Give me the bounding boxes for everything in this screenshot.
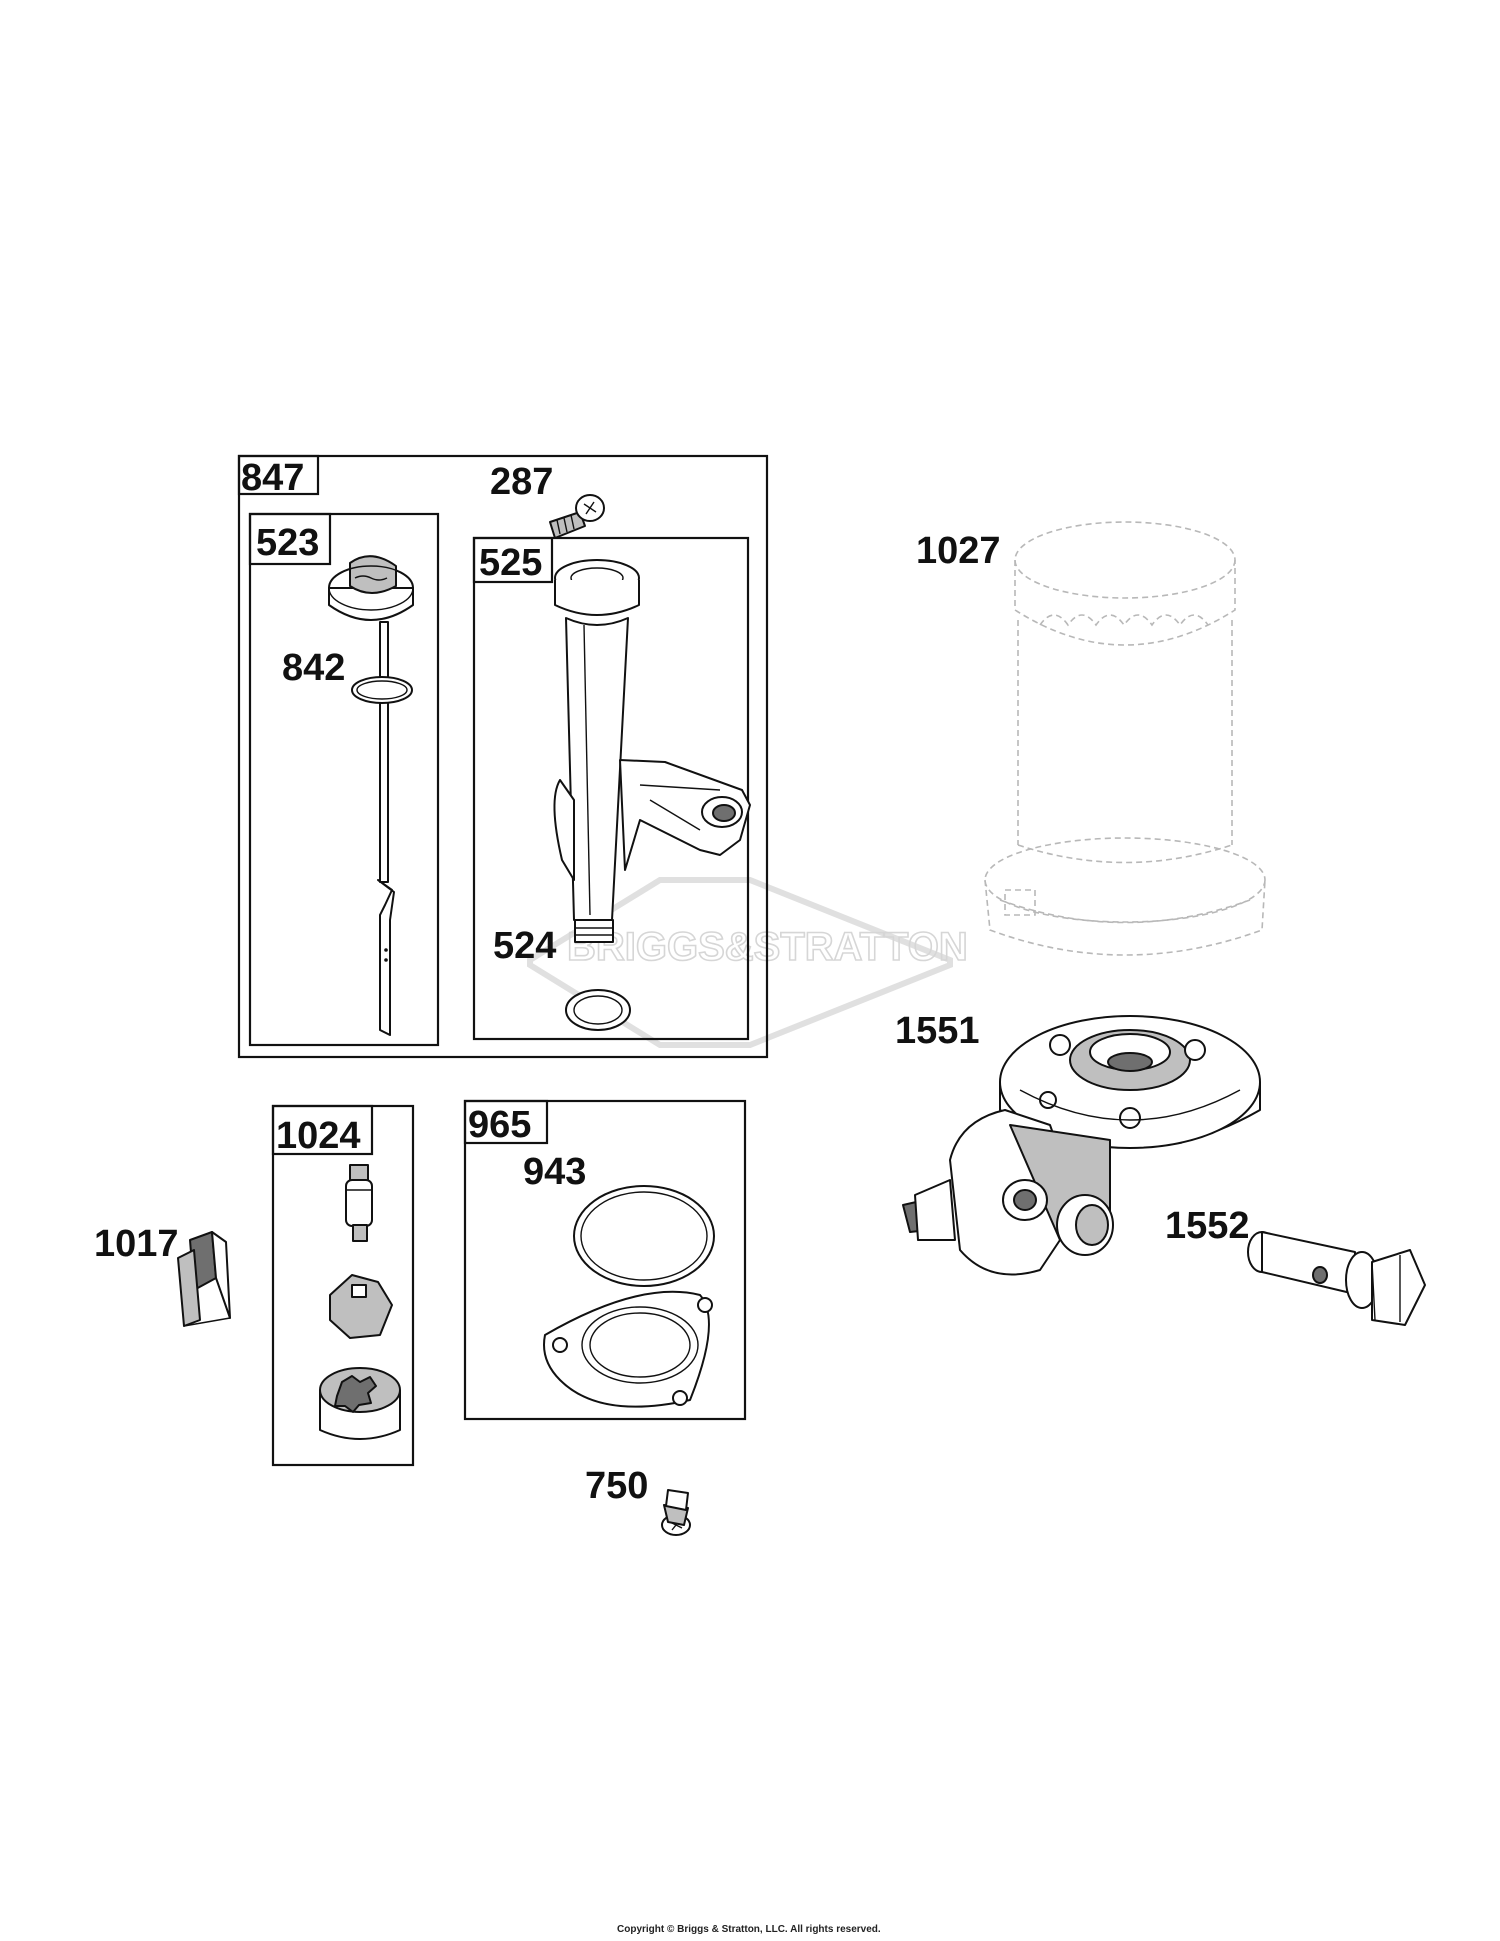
label-523: 523 — [256, 522, 319, 564]
filter-adapter-1551 — [902, 1015, 1261, 1276]
gasket-part — [543, 1290, 713, 1408]
label-524: 524 — [493, 925, 556, 967]
seal-ring-943 — [573, 1185, 715, 1287]
dipstick-tube-part — [553, 559, 751, 943]
adapter-bolt-1552 — [1247, 1231, 1426, 1326]
label-943: 943 — [523, 1151, 586, 1193]
kit-tag-847 — [237, 454, 320, 496]
label-525: 525 — [479, 542, 542, 584]
label-1017: 1017 — [94, 1223, 179, 1265]
dipstick-part — [328, 555, 414, 1036]
label-1551: 1551 — [895, 1010, 980, 1052]
screw-750 — [661, 1489, 691, 1536]
label-842: 842 — [282, 647, 345, 689]
label-965: 965 — [468, 1104, 531, 1146]
inner-rotor-part — [329, 1274, 393, 1339]
oil-filter-1027 — [984, 521, 1266, 956]
outer-rotor-part — [319, 1367, 401, 1440]
part-1017 — [177, 1231, 231, 1327]
pump-shaft-part — [345, 1164, 373, 1242]
label-1027: 1027 — [916, 530, 1001, 572]
kit-box-965 — [463, 1099, 747, 1421]
label-750: 750 — [585, 1465, 648, 1507]
kit-tag-525 — [472, 536, 554, 584]
kit-tag-1024 — [271, 1104, 374, 1156]
kit-tag-523 — [248, 512, 332, 566]
kit-box-525 — [472, 536, 750, 1041]
kit-tag-965 — [463, 1099, 549, 1145]
label-287: 287 — [490, 461, 553, 503]
copyright-notice: Copyright © Briggs & Stratton, LLC. All … — [617, 1924, 881, 1935]
kit-box-847 — [237, 454, 769, 1059]
label-1552: 1552 — [1165, 1205, 1250, 1247]
bolt-287 — [549, 494, 605, 539]
label-847: 847 — [241, 457, 304, 499]
kit-box-523 — [248, 512, 440, 1047]
label-1024: 1024 — [276, 1115, 361, 1157]
